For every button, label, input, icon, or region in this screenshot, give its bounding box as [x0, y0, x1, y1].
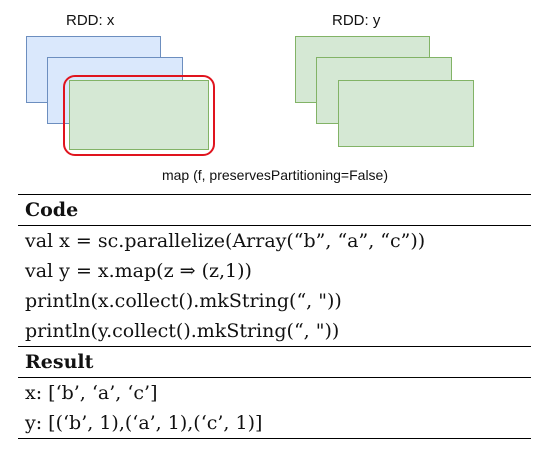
- code-heading-rule: [18, 225, 531, 226]
- rdd-map-diagram: RDD: x RDD: y map (f, preservesPartition…: [0, 0, 550, 190]
- code-line: println(x.collect().mkString(“, ")): [25, 290, 342, 312]
- top-rule: [18, 194, 531, 195]
- rdd-y-label: RDD: y: [332, 12, 381, 29]
- rdd-y-partition-3: [338, 80, 474, 147]
- result-heading-rule: [18, 377, 531, 378]
- result-line: x: [‘b’, ‘a’, ‘c’]: [25, 382, 158, 404]
- code-result-table: Code val x = sc.parallelize(Array(“b”, “…: [18, 194, 531, 439]
- section-divider-rule: [18, 346, 531, 347]
- bottom-rule: [18, 438, 531, 439]
- rdd-x-partition-3: [69, 80, 209, 150]
- rdd-x-label: RDD: x: [66, 12, 115, 29]
- code-line: val y = x.map(z ⇒ (z,1)): [25, 260, 252, 282]
- map-operation-label: map (f, preservesPartitioning=False): [161, 167, 389, 183]
- code-line: println(y.collect().mkString(“, ")): [25, 320, 340, 342]
- result-line: y: [(‘b’, 1),(‘a’, 1),(‘c’, 1)]: [25, 412, 263, 434]
- result-heading: Result: [25, 351, 94, 373]
- selected-partition-highlight: [63, 75, 215, 156]
- code-line: val x = sc.parallelize(Array(“b”, “a”, “…: [25, 230, 426, 252]
- code-heading: Code: [25, 199, 79, 221]
